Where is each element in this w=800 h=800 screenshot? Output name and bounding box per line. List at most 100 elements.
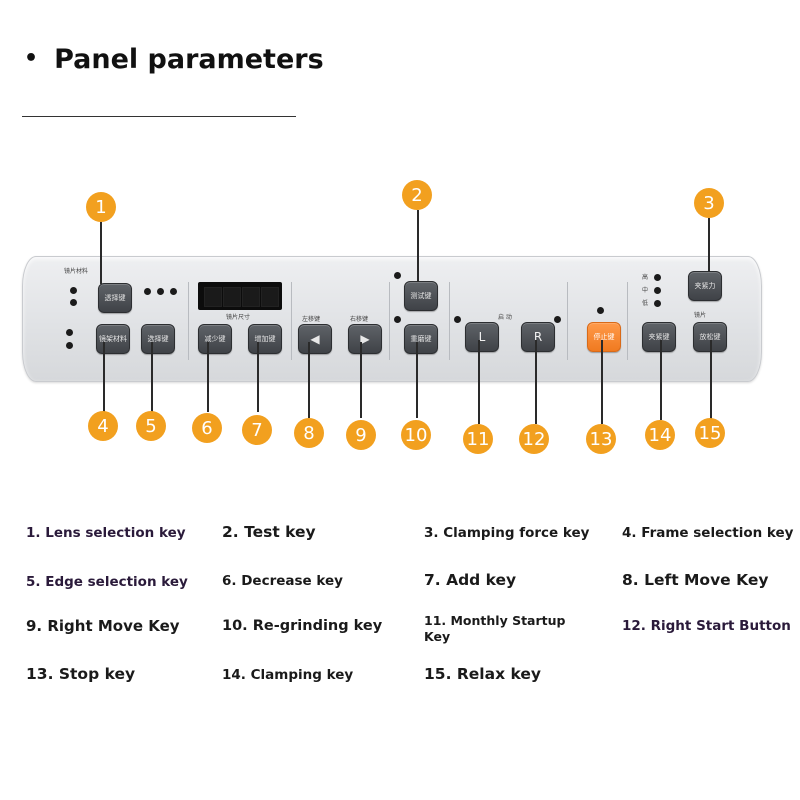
indicator-led — [144, 288, 151, 295]
display-caption: 镜片尺寸 — [226, 314, 251, 321]
indicator-led — [394, 272, 401, 279]
leader-line — [660, 340, 662, 420]
panel-divider — [291, 282, 292, 360]
title-text: Panel parameters — [54, 44, 324, 75]
legend-item-1: 1. Lens selection key — [26, 525, 186, 541]
legend-item-11: 11. Monthly Startup Key — [424, 613, 566, 644]
legend-item-6: 6. Decrease key — [222, 573, 343, 589]
callout-6: 6 — [192, 413, 222, 443]
display-digit — [261, 287, 279, 307]
indicator-led — [170, 288, 177, 295]
indicator-led — [654, 274, 661, 281]
lens-material-label: 镜片材料 — [64, 268, 89, 275]
segment-display — [198, 282, 282, 310]
legend-item-13: 13. Stop key — [26, 665, 136, 683]
callout-15: 15 — [695, 418, 725, 448]
legend-item-9: 9. Right Move Key — [26, 617, 180, 635]
leader-line — [103, 342, 105, 412]
indicator-led — [597, 307, 604, 314]
left-start-key[interactable]: L — [465, 322, 499, 352]
title-bullet: • — [24, 46, 39, 71]
callout-14: 14 — [645, 420, 675, 450]
leader-line — [535, 340, 537, 424]
leader-line — [360, 342, 362, 418]
panel-divider — [389, 282, 390, 360]
indicator-led — [157, 288, 164, 295]
leader-line — [417, 210, 419, 282]
leader-line — [478, 340, 480, 424]
leader-line — [708, 218, 710, 272]
right-arrow-icon: ▶ — [360, 332, 370, 346]
indicator-led — [394, 316, 401, 323]
auto-label: 启 动 — [498, 314, 512, 321]
panel-divider — [188, 282, 189, 360]
callout-13: 13 — [586, 424, 616, 454]
clamping-key[interactable]: 夹紧键 — [642, 322, 676, 352]
legend-item-2: 2. Test key — [222, 523, 316, 541]
clamping-force-key[interactable]: 夹紧力 — [688, 271, 722, 301]
indicator-led — [70, 287, 77, 294]
display-digit — [204, 287, 222, 307]
legend-item-12: 12. Right Start Button — [622, 618, 791, 634]
regrinding-key[interactable]: 重磨键 — [404, 324, 438, 354]
callout-12: 12 — [519, 424, 549, 454]
add-key[interactable]: 增加键 — [248, 324, 282, 354]
indicator-led — [70, 299, 77, 306]
panel-divider — [449, 282, 450, 360]
indicator-led — [66, 342, 73, 349]
callout-7: 7 — [242, 415, 272, 445]
callout-2: 2 — [402, 180, 432, 210]
legend-item-10: 10. Re-grinding key — [222, 618, 383, 634]
legend-item-4: 4. Frame selection key — [622, 525, 794, 541]
right-move-key[interactable]: ▶ — [348, 324, 382, 354]
right-start-key[interactable]: R — [521, 322, 555, 352]
indicator-led — [654, 287, 661, 294]
leader-line — [601, 340, 603, 424]
leader-line — [710, 340, 712, 420]
indicator-led — [454, 316, 461, 323]
legend-item-7: 7. Add key — [424, 571, 517, 589]
control-panel — [22, 256, 762, 382]
lens-selection-key[interactable]: 透择键 — [98, 283, 132, 313]
display-digit — [242, 287, 260, 307]
legend-item-5: 5. Edge selection key — [26, 574, 188, 590]
title-underline — [22, 116, 296, 117]
lens-label: 镜片 — [694, 312, 707, 319]
callout-11: 11 — [463, 424, 493, 454]
force-high-label: 高 — [642, 274, 649, 281]
indicator-led — [654, 300, 661, 307]
frame-selection-key[interactable]: 镜架材料 — [96, 324, 130, 354]
leader-line — [308, 342, 310, 418]
left-arrow-icon: ◀ — [310, 332, 320, 346]
legend-item-14: 14. Clamping key — [222, 667, 354, 683]
callout-8: 8 — [294, 418, 324, 448]
legend-item-15: 15. Relax key — [424, 665, 541, 683]
legend-item-8: 8. Left Move Key — [622, 571, 769, 589]
leader-line — [207, 342, 209, 412]
callout-3: 3 — [694, 188, 724, 218]
callout-10: 10 — [401, 420, 431, 450]
page-title: • Panel parameters — [24, 44, 324, 75]
decrease-key[interactable]: 减少键 — [198, 324, 232, 354]
left-move-label: 左移键 — [302, 316, 321, 323]
force-low-label: 低 — [642, 300, 649, 307]
indicator-led — [554, 316, 561, 323]
display-digit — [223, 287, 241, 307]
leader-line — [257, 342, 259, 412]
leader-line — [151, 342, 153, 412]
stop-key[interactable]: 停止键 — [587, 322, 621, 352]
test-key[interactable]: 测试键 — [404, 281, 438, 311]
callout-9: 9 — [346, 420, 376, 450]
force-mid-label: 中 — [642, 287, 649, 294]
leader-line — [416, 342, 418, 418]
callout-5: 5 — [136, 411, 166, 441]
legend-item-3: 3. Clamping force key — [424, 525, 590, 541]
callout-4: 4 — [88, 411, 118, 441]
left-move-key[interactable]: ◀ — [298, 324, 332, 354]
panel-divider — [627, 282, 628, 360]
panel-divider — [567, 282, 568, 360]
callout-1: 1 — [86, 192, 116, 222]
leader-line — [100, 222, 102, 284]
indicator-led — [66, 329, 73, 336]
edge-selection-key[interactable]: 选择键 — [141, 324, 175, 354]
